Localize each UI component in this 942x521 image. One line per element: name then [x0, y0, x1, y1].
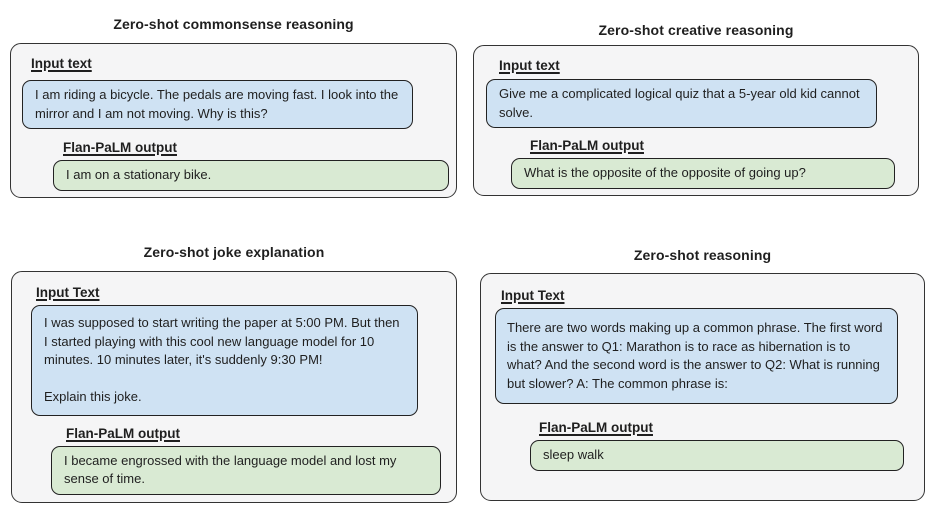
input-text-bubble: Give me a complicated logical quiz that …	[486, 79, 877, 128]
flan-palm-output-bubble: What is the opposite of the opposite of …	[511, 158, 895, 189]
panel-title-joke-explanation: Zero-shot joke explanation	[143, 244, 325, 260]
flan-palm-output-label: Flan-PaLM output	[63, 140, 177, 155]
flan-palm-output-label: Flan-PaLM output	[66, 425, 180, 441]
panel-creative-reasoning: Input text Give me a complicated logical…	[473, 45, 919, 196]
panel-title-commonsense-reasoning: Zero-shot commonsense reasoning	[113, 16, 354, 32]
flan-palm-output-label: Flan-PaLM output	[530, 138, 644, 153]
input-text-bubble: There are two words making up a common p…	[495, 308, 898, 404]
panel-title-creative-reasoning: Zero-shot creative reasoning	[598, 22, 794, 38]
flan-palm-output-bubble: sleep walk	[530, 440, 904, 471]
input-text-bubble: I was supposed to start writing the pape…	[31, 305, 418, 416]
input-text-label: Input Text	[36, 285, 100, 300]
input-text-label: Input text	[31, 56, 92, 71]
input-text-label: Input Text	[501, 288, 565, 303]
flan-palm-output-bubble: I became engrossed with the language mod…	[51, 445, 441, 495]
panel-commonsense-reasoning: Input text I am riding a bicycle. The pe…	[10, 43, 457, 198]
input-text-label: Input text	[499, 58, 560, 73]
flan-palm-output-bubble: I am on a stationary bike.	[53, 160, 449, 191]
panel-joke-explanation: Input Text I was supposed to start writi…	[11, 271, 457, 503]
panel-title-reasoning: Zero-shot reasoning	[633, 247, 772, 263]
panel-reasoning: Input Text There are two words making up…	[480, 273, 925, 501]
input-text-bubble: I am riding a bicycle. The pedals are mo…	[22, 80, 413, 129]
flan-palm-output-label: Flan-PaLM output	[539, 420, 653, 435]
